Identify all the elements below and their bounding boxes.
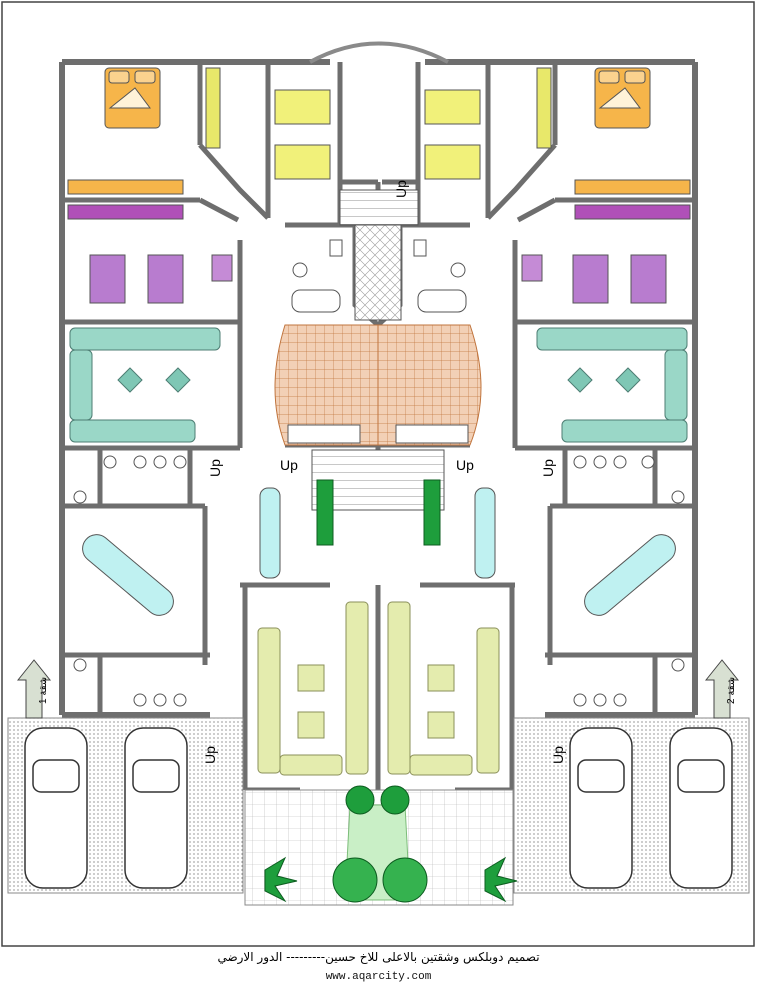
closet-left (205, 67, 221, 149)
up-label-4: Up (207, 459, 223, 477)
car-1 (24, 727, 88, 889)
planter-right (423, 479, 441, 546)
car-3 (569, 727, 633, 889)
bed-master-right (594, 67, 651, 129)
site-border (1, 1, 755, 947)
lobby-hatch (354, 224, 402, 321)
up-label-6: Up (202, 746, 218, 764)
up-label-1: Up (393, 180, 409, 198)
majlis-sofa-left (257, 601, 369, 776)
car-4 (669, 727, 733, 889)
stair-lower (311, 449, 445, 511)
kitchen-counter-left (287, 424, 361, 444)
website-label: www.aqarcity.com (325, 971, 432, 983)
dining-table-center-left (259, 487, 281, 579)
apartment-1-arrow: شقة 1 (16, 659, 52, 719)
svg-text:شقة 2: شقة 2 (726, 677, 737, 704)
wardrobe-right (574, 204, 691, 220)
twin-beds-left (89, 254, 233, 304)
majlis-sofa-right (387, 601, 500, 776)
up-label-3: Up (456, 457, 474, 473)
twin-beds-right (521, 254, 667, 304)
drawing-caption: تصميم دوبلكس وشقتين بالاعلى للاخ حسين---… (217, 950, 540, 964)
up-label-7: Up (550, 746, 566, 764)
apartment-2-arrow: شقة 2 (704, 659, 740, 719)
dining-table-left (82, 534, 174, 616)
living-sofa-right (536, 327, 688, 443)
planter-left (316, 479, 334, 546)
car-2 (124, 727, 188, 889)
garden-plants (264, 785, 518, 903)
kitchen-floor (274, 324, 482, 446)
living-sofa-left (69, 327, 221, 443)
entrance-arc (309, 41, 449, 64)
dining-table-center-right (474, 487, 496, 579)
up-label-5: Up (540, 459, 556, 477)
dining-table-right (584, 534, 676, 616)
kids-beds-center (274, 89, 481, 180)
wardrobe-left (67, 204, 184, 220)
svg-text:شقة 1: شقة 1 (38, 677, 49, 704)
dresser-left (67, 179, 184, 195)
exterior-walls (59, 59, 698, 718)
kitchen-counter-right (395, 424, 469, 444)
stair-central (339, 189, 419, 226)
bed-master-left (104, 67, 161, 129)
bath-fixtures (73, 239, 685, 707)
up-label-2: Up (280, 457, 298, 473)
closet-right (536, 67, 552, 149)
dresser-right (574, 179, 691, 195)
